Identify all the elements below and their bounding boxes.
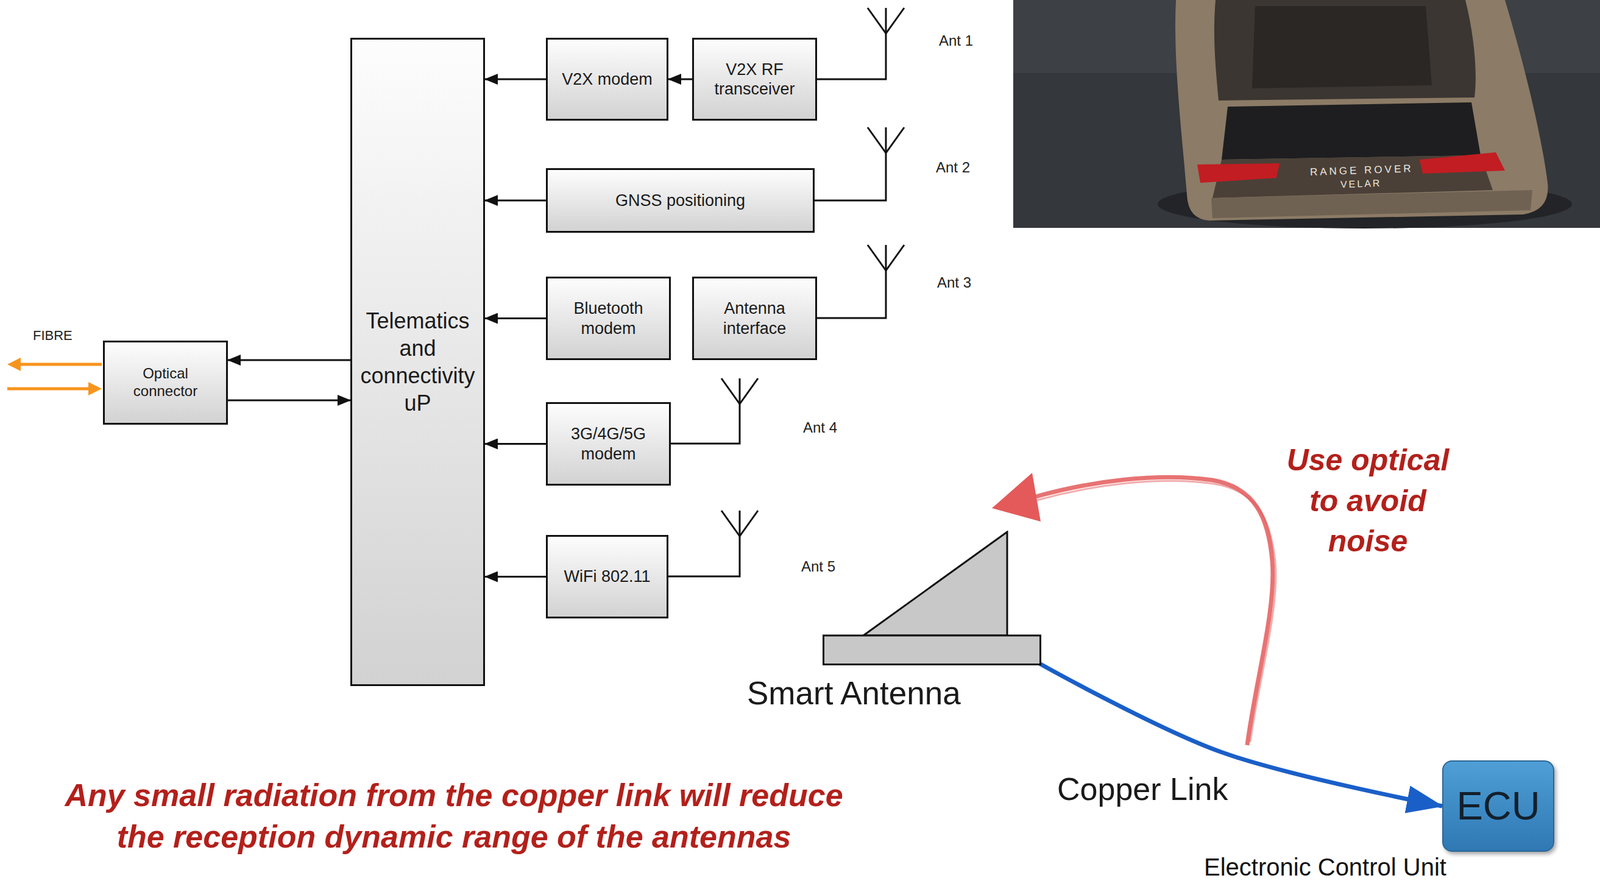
- antenna-label: Ant 1: [938, 32, 974, 50]
- fibre-arrow: [18, 363, 102, 367]
- signal-arrow: [227, 399, 351, 402]
- modem-box: 3G/4G/5G modem: [545, 402, 671, 486]
- signal-arrow: [484, 317, 546, 320]
- link-label: Copper Link: [1057, 771, 1228, 808]
- signal-arrow: [227, 359, 351, 362]
- interface-box: Antenna interface: [692, 276, 818, 361]
- smart-antenna: Smart Antenna: [822, 530, 1042, 666]
- antenna-symbol: [867, 244, 905, 271]
- transceiver-box: V2X RF transceiver: [692, 37, 818, 121]
- connector-box: Optical connector: [102, 340, 228, 425]
- signal-label: FIBRE: [32, 327, 73, 344]
- node-caption: Smart Antenna: [746, 675, 961, 713]
- antenna-label: Ant 4: [803, 419, 838, 437]
- node-label: V2X RF transceiver: [700, 59, 810, 100]
- processor-box: Telematics and connectivity uP: [350, 37, 485, 687]
- antenna-label: Ant 3: [937, 274, 972, 292]
- car-bumper: [1211, 190, 1533, 219]
- antenna-symbol: [721, 378, 758, 404]
- node-caption: Electronic Control Unit: [1203, 853, 1447, 882]
- antenna-label: Ant 5: [801, 558, 836, 576]
- modem-box: Bluetooth modem: [545, 276, 671, 361]
- signal-arrow: [484, 575, 546, 578]
- node-label: Optical connector: [110, 364, 220, 401]
- car-body: [1175, 0, 1548, 221]
- signal-arrow: [484, 442, 546, 445]
- node-label: Antenna interface: [700, 298, 810, 339]
- modem-box: V2X modem: [545, 37, 669, 121]
- node-label: GNSS positioning: [615, 190, 746, 211]
- antenna-label: Ant 2: [935, 159, 970, 177]
- car-rear-window: [1221, 102, 1481, 160]
- antenna-symbol: [721, 510, 758, 537]
- car-roof: [1214, 0, 1476, 101]
- signal-arrow: [484, 78, 546, 81]
- annotation-note: Use optical to avoid noise: [1276, 439, 1460, 562]
- sketch-arrow-stroke: [1037, 480, 1276, 743]
- fibre-arrow: [7, 387, 91, 391]
- positioning-box: GNSS positioning: [545, 168, 815, 233]
- node-label: V2X modem: [561, 69, 653, 89]
- badge-text: RANGE ROVER: [1309, 162, 1414, 178]
- antenna-outline: [822, 530, 1042, 666]
- antenna-base: [823, 635, 1041, 665]
- badge-text: VELAR: [1340, 177, 1382, 191]
- fibre-arrowhead: [88, 382, 102, 396]
- car-sunroof: [1252, 6, 1432, 89]
- sketch-arrowhead: [991, 472, 1041, 522]
- node-label: Telematics and connectivity uP: [358, 307, 478, 417]
- sketch-arrow: [1035, 477, 1273, 746]
- node-label: WiFi 802.11: [563, 566, 651, 587]
- fibre-arrowhead: [7, 357, 21, 372]
- node-label: 3G/4G/5G modem: [553, 424, 663, 464]
- modem-box: WiFi 802.11: [545, 534, 669, 619]
- ecu-box: ECUElectronic Control Unit: [1442, 760, 1555, 852]
- node-label: ECU: [1456, 782, 1540, 830]
- antenna-symbol: [867, 7, 905, 34]
- antenna-symbol: [867, 127, 905, 153]
- node-label: Bluetooth modem: [553, 298, 663, 339]
- signal-arrow: [484, 199, 546, 202]
- warning-note: Any small radiation from the copper link…: [48, 775, 860, 858]
- car-taillight: [1197, 163, 1280, 183]
- photo-ground: [1013, 0, 1600, 228]
- signal-arrow: [668, 78, 693, 81]
- antenna-fin: [863, 531, 1008, 636]
- car-taillight: [1419, 152, 1505, 174]
